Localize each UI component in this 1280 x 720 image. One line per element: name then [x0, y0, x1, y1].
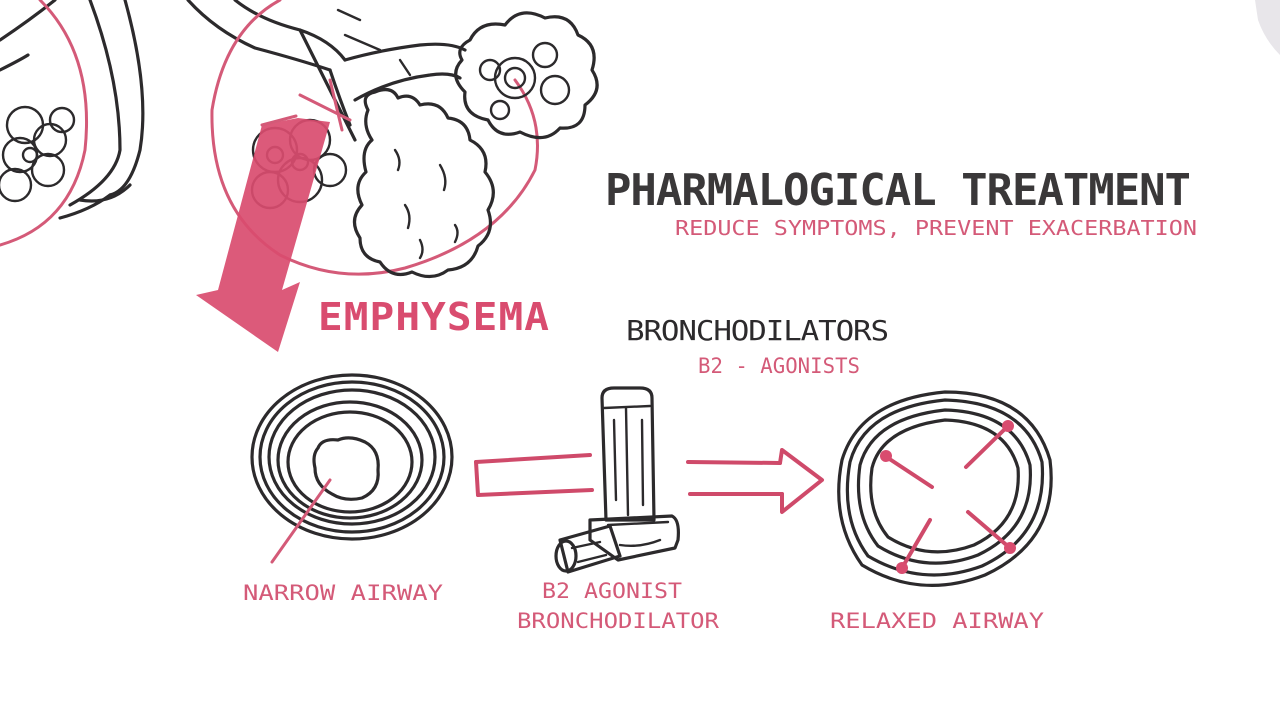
lung-illustration	[0, 0, 599, 352]
inhaler-label-line2: BRONCHODILATOR	[517, 609, 719, 633]
bronchodilators-heading: BRONCHODILATORS	[626, 314, 888, 347]
b2-agonists-subheading: B2 - AGONISTS	[698, 354, 860, 378]
narrow-airway-diagram	[250, 373, 454, 564]
narrow-airway-label: NARROW AIRWAY	[243, 581, 443, 605]
relaxed-airway-label: RELAXED AIRWAY	[830, 609, 1044, 633]
emphysema-arrow	[196, 114, 330, 352]
corner-shadow	[1255, 0, 1280, 55]
inhaler-label-line1: B2 AGONIST	[542, 579, 682, 603]
alveoli-cluster-left	[0, 105, 76, 203]
page-subtitle: REDUCE SYMPTOMS, PREVENT EXACERBATION	[675, 216, 1197, 240]
inhaler-icon	[554, 386, 680, 574]
page-title: PHARMALOGICAL TREATMENT	[605, 165, 1190, 216]
arrow-right-open	[686, 448, 824, 514]
emphysema-label: EMPHYSEMA	[318, 295, 550, 339]
emphysema-sac	[352, 87, 495, 279]
arrow-left-open	[474, 453, 594, 497]
relaxed-airway-diagram	[837, 390, 1053, 588]
alveoli-cluster-upper	[454, 11, 599, 140]
